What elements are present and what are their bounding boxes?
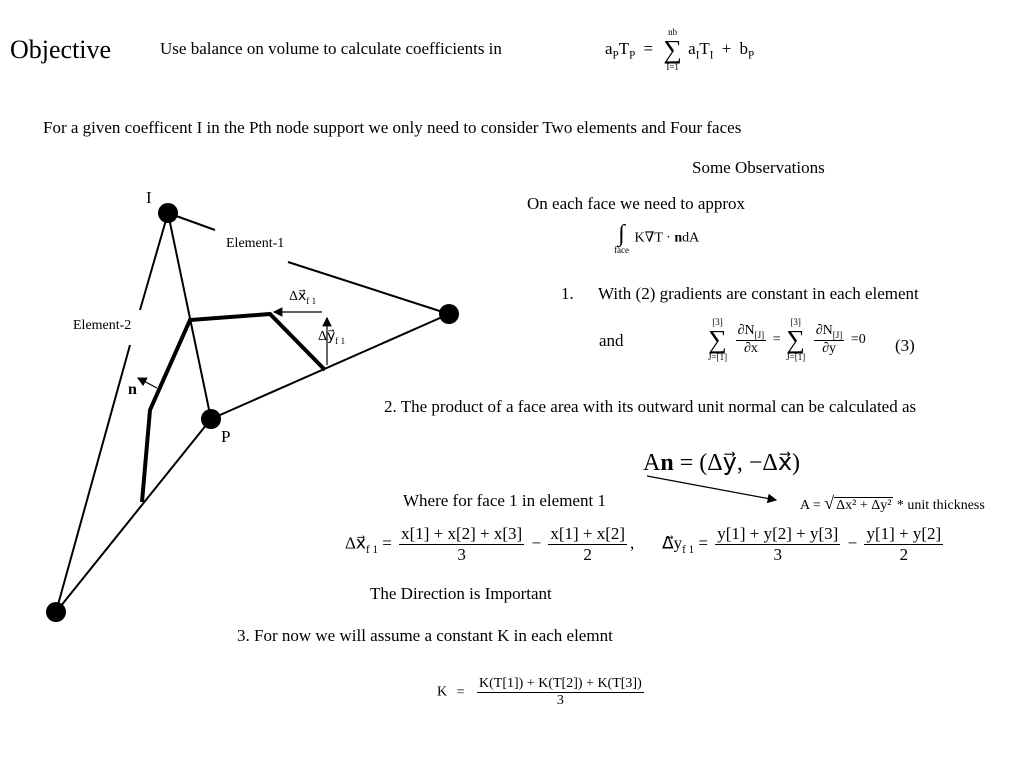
node-P xyxy=(201,409,221,429)
node-I xyxy=(158,203,178,223)
An-equation: An = (Δy⃗, −Δx⃗) xyxy=(643,450,801,476)
equation-3-label: (3) xyxy=(895,336,915,355)
observations-heading: Some Observations xyxy=(692,158,825,177)
obs3-text: 3. For now we will assume a constant K i… xyxy=(237,626,613,645)
main-equation: aPTP = nb ∑ I=1 aITI + bP xyxy=(605,27,755,72)
An-arrow xyxy=(646,475,778,504)
area-equation: A = √Δx² + Δy² * unit thickness xyxy=(800,493,985,513)
dy-label: Δy⃗f 1 xyxy=(318,329,346,346)
edge-I-element2 xyxy=(139,212,169,311)
sum-symbol: nb ∑ I=1 xyxy=(663,27,682,72)
dx-equation: Δx⃗f 1 = x[1] + x[2] + x[3] 3 − x[1] + x… xyxy=(345,524,635,564)
node-P-label: P xyxy=(221,427,231,446)
obs1-number: 1. xyxy=(561,284,574,303)
node-right xyxy=(439,304,459,324)
edge-P-node xyxy=(210,313,450,420)
and-label: and xyxy=(599,331,624,350)
element1-label: Element-1 xyxy=(226,236,285,251)
equation-3: [3] ∑ J=[1] ∂N[J] ∂x = [3] ∑ J=[1] ∂N[J]… xyxy=(708,317,866,362)
objective-text: Use balance on volume to calculate coeff… xyxy=(160,39,502,58)
obs2-text: 2. The product of a face area with its o… xyxy=(384,397,917,416)
edge-element2-node xyxy=(55,344,131,613)
element2-label: Element-2 xyxy=(73,318,132,333)
edge-I-P xyxy=(167,212,212,420)
node-I-label: I xyxy=(146,188,152,207)
control-volume-faces xyxy=(140,311,327,503)
intro-line: For a given coefficent I in the Pth node… xyxy=(43,118,742,137)
k-equation: K = K(T[1]) + K(T[2]) + K(T[3]) 3 xyxy=(437,676,644,708)
edge-node-P xyxy=(55,418,212,613)
slide-title: Objective xyxy=(10,35,112,64)
direction-note: The Direction is Important xyxy=(370,584,552,603)
dy-equation: Δ⃗yf 1 = y[1] + y[2] + y[3] 3 − y[1] + y… xyxy=(662,524,944,564)
face-integral: ∫ face K∇T · ndA xyxy=(614,221,700,255)
edge-element1-node xyxy=(287,261,450,315)
obs1-text: With (2) gradients are constant in each … xyxy=(598,284,919,303)
normal-label: n xyxy=(128,381,137,398)
dx-label: Δx⃗f 1 xyxy=(289,289,317,306)
node-bottom-left xyxy=(46,602,66,622)
approx-line: On each face we need to approx xyxy=(527,194,746,213)
where-line: Where for face 1 in element 1 xyxy=(403,491,606,510)
normal-arrow xyxy=(136,377,158,389)
